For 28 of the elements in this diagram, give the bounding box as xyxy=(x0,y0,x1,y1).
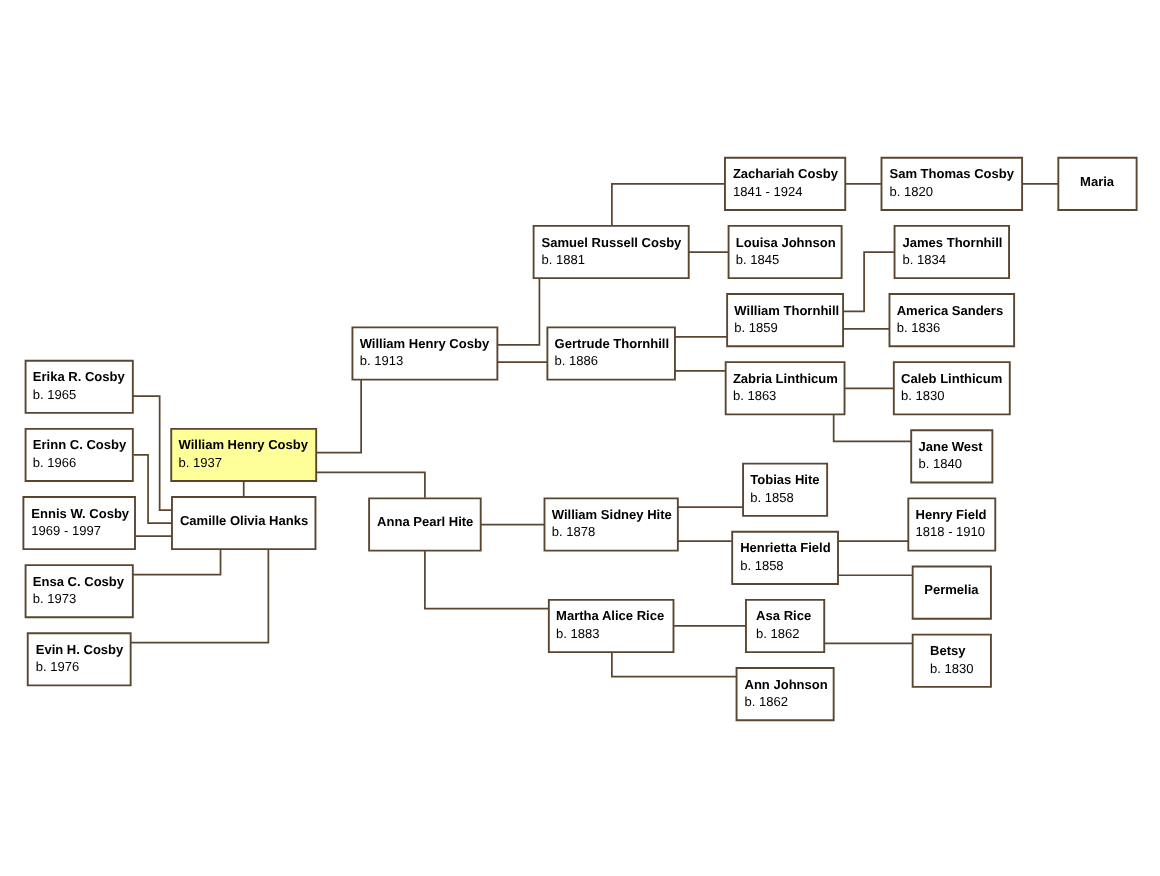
connector xyxy=(134,534,173,536)
connector xyxy=(611,182,726,226)
connector xyxy=(132,453,173,523)
connector xyxy=(844,182,882,184)
connector xyxy=(130,547,270,643)
connector xyxy=(132,547,222,575)
connector xyxy=(496,276,541,345)
connector xyxy=(674,334,728,337)
connector xyxy=(688,250,730,252)
connector xyxy=(842,250,896,312)
connector xyxy=(832,412,912,442)
connector xyxy=(843,386,895,389)
connector xyxy=(677,505,744,507)
connector xyxy=(479,522,545,525)
connector xyxy=(496,360,548,363)
connector xyxy=(674,369,727,371)
connector xyxy=(673,624,747,626)
connector xyxy=(1021,182,1060,184)
connector xyxy=(611,650,738,677)
connector xyxy=(823,641,914,644)
connector xyxy=(837,573,914,576)
connector xyxy=(132,394,173,510)
connector xyxy=(677,539,733,542)
connector xyxy=(424,548,550,609)
connector xyxy=(842,326,891,329)
connector xyxy=(315,378,362,453)
connector xyxy=(837,539,909,542)
connector xyxy=(242,479,245,497)
